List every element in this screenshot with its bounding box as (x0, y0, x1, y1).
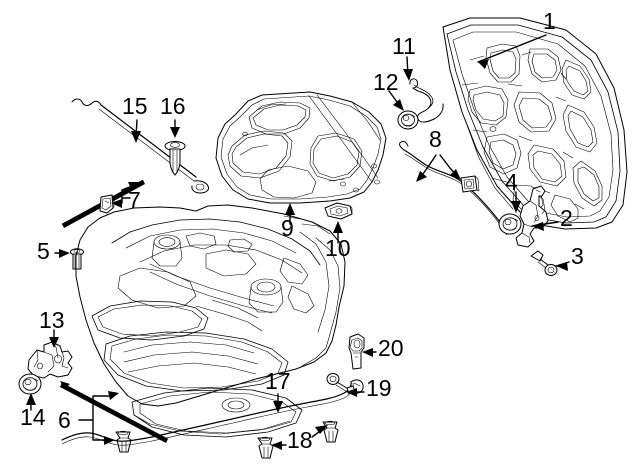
callout-number-2[interactable]: 2 (560, 205, 573, 231)
hood-insulator[interactable] (215, 91, 387, 204)
insulator-clip[interactable] (324, 202, 353, 220)
callout-number-9[interactable]: 9 (281, 215, 294, 241)
hood-latch-striker-bracket[interactable] (515, 185, 549, 248)
hood-latch-assembly[interactable] (27, 341, 73, 379)
callout-number-10[interactable]: 10 (325, 235, 351, 261)
bolt-latch[interactable] (530, 250, 558, 276)
washer-nozzle-hose-end[interactable] (409, 78, 444, 123)
release-cable[interactable] (61, 379, 364, 446)
callout-leaders (26, 34, 570, 450)
latch-grommet[interactable] (18, 373, 42, 395)
prop-rod-retainer-bolt[interactable] (164, 141, 186, 176)
callout-number-6[interactable]: 6 (58, 407, 71, 433)
hood-panel[interactable] (442, 17, 628, 230)
support-rod-and-clip[interactable] (399, 140, 509, 236)
callout-number-11[interactable]: 11 (392, 33, 416, 59)
callout-number-4[interactable]: 4 (505, 169, 518, 195)
callout-number-17[interactable]: 17 (265, 368, 291, 394)
grommet-upper[interactable] (498, 213, 522, 235)
callout-number-19[interactable]: 19 (366, 375, 392, 401)
cable-guide[interactable] (348, 333, 365, 370)
callout-number-3[interactable]: 3 (571, 243, 584, 269)
callout-number-1[interactable]: 1 (543, 8, 556, 34)
vehicle-front-body (75, 204, 346, 438)
callout-number-13[interactable]: 13 (39, 307, 65, 333)
callout-number-8[interactable]: 8 (429, 126, 442, 152)
callout-number-14[interactable]: 14 (20, 404, 46, 430)
weatherstrip-and-clip[interactable] (60, 381, 169, 453)
callout-number-12[interactable]: 12 (373, 69, 399, 95)
callout-number-16[interactable]: 16 (160, 93, 186, 119)
callout-number-5[interactable]: 5 (37, 238, 50, 264)
callout-number-18[interactable]: 18 (287, 427, 313, 453)
callout-number-7[interactable]: 7 (128, 187, 141, 213)
callout-number-15[interactable]: 15 (122, 93, 148, 119)
callout-number-20[interactable]: 20 (378, 335, 404, 361)
hose-grommet[interactable] (397, 110, 419, 130)
cable-grommet[interactable] (257, 420, 339, 459)
